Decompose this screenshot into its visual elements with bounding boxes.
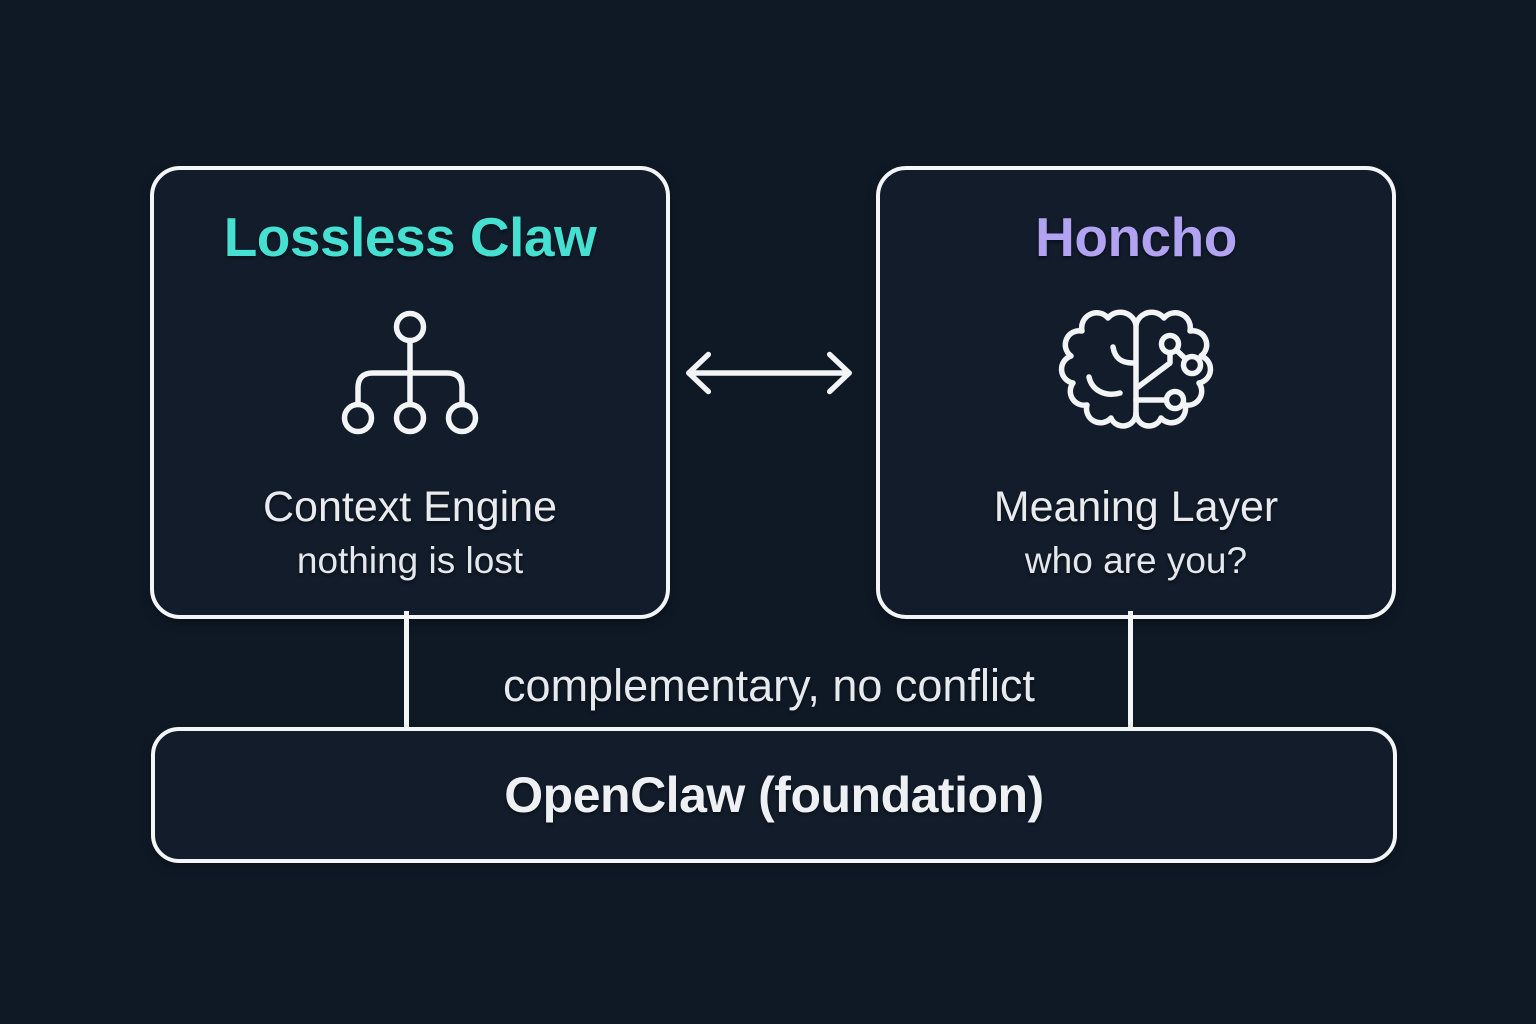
brain-circuit-icon [880, 301, 1392, 451]
relation-label: complementary, no conflict [503, 660, 1035, 711]
lossless-claw-title: Lossless Claw [223, 206, 597, 268]
hierarchy-icon [154, 310, 666, 442]
foundation-label: OpenClaw (foundation) [504, 767, 1044, 823]
honcho-title: Honcho [1035, 206, 1237, 268]
double-arrow-icon [681, 348, 857, 398]
lossless-claw-subtitle: Context Engine [262, 483, 558, 531]
lossless-claw-card: Lossless Claw Context Engine nothing is … [150, 166, 670, 619]
right-connector-line [1128, 611, 1133, 728]
left-connector-line [404, 611, 409, 728]
honcho-subtitle: Meaning Layer [993, 483, 1279, 531]
foundation-box: OpenClaw (foundation) [151, 727, 1397, 863]
honcho-tagline: who are you? [1024, 540, 1248, 581]
honcho-card: Honcho Meaning Laye [876, 166, 1396, 619]
lossless-claw-tagline: nothing is lost [296, 540, 524, 581]
